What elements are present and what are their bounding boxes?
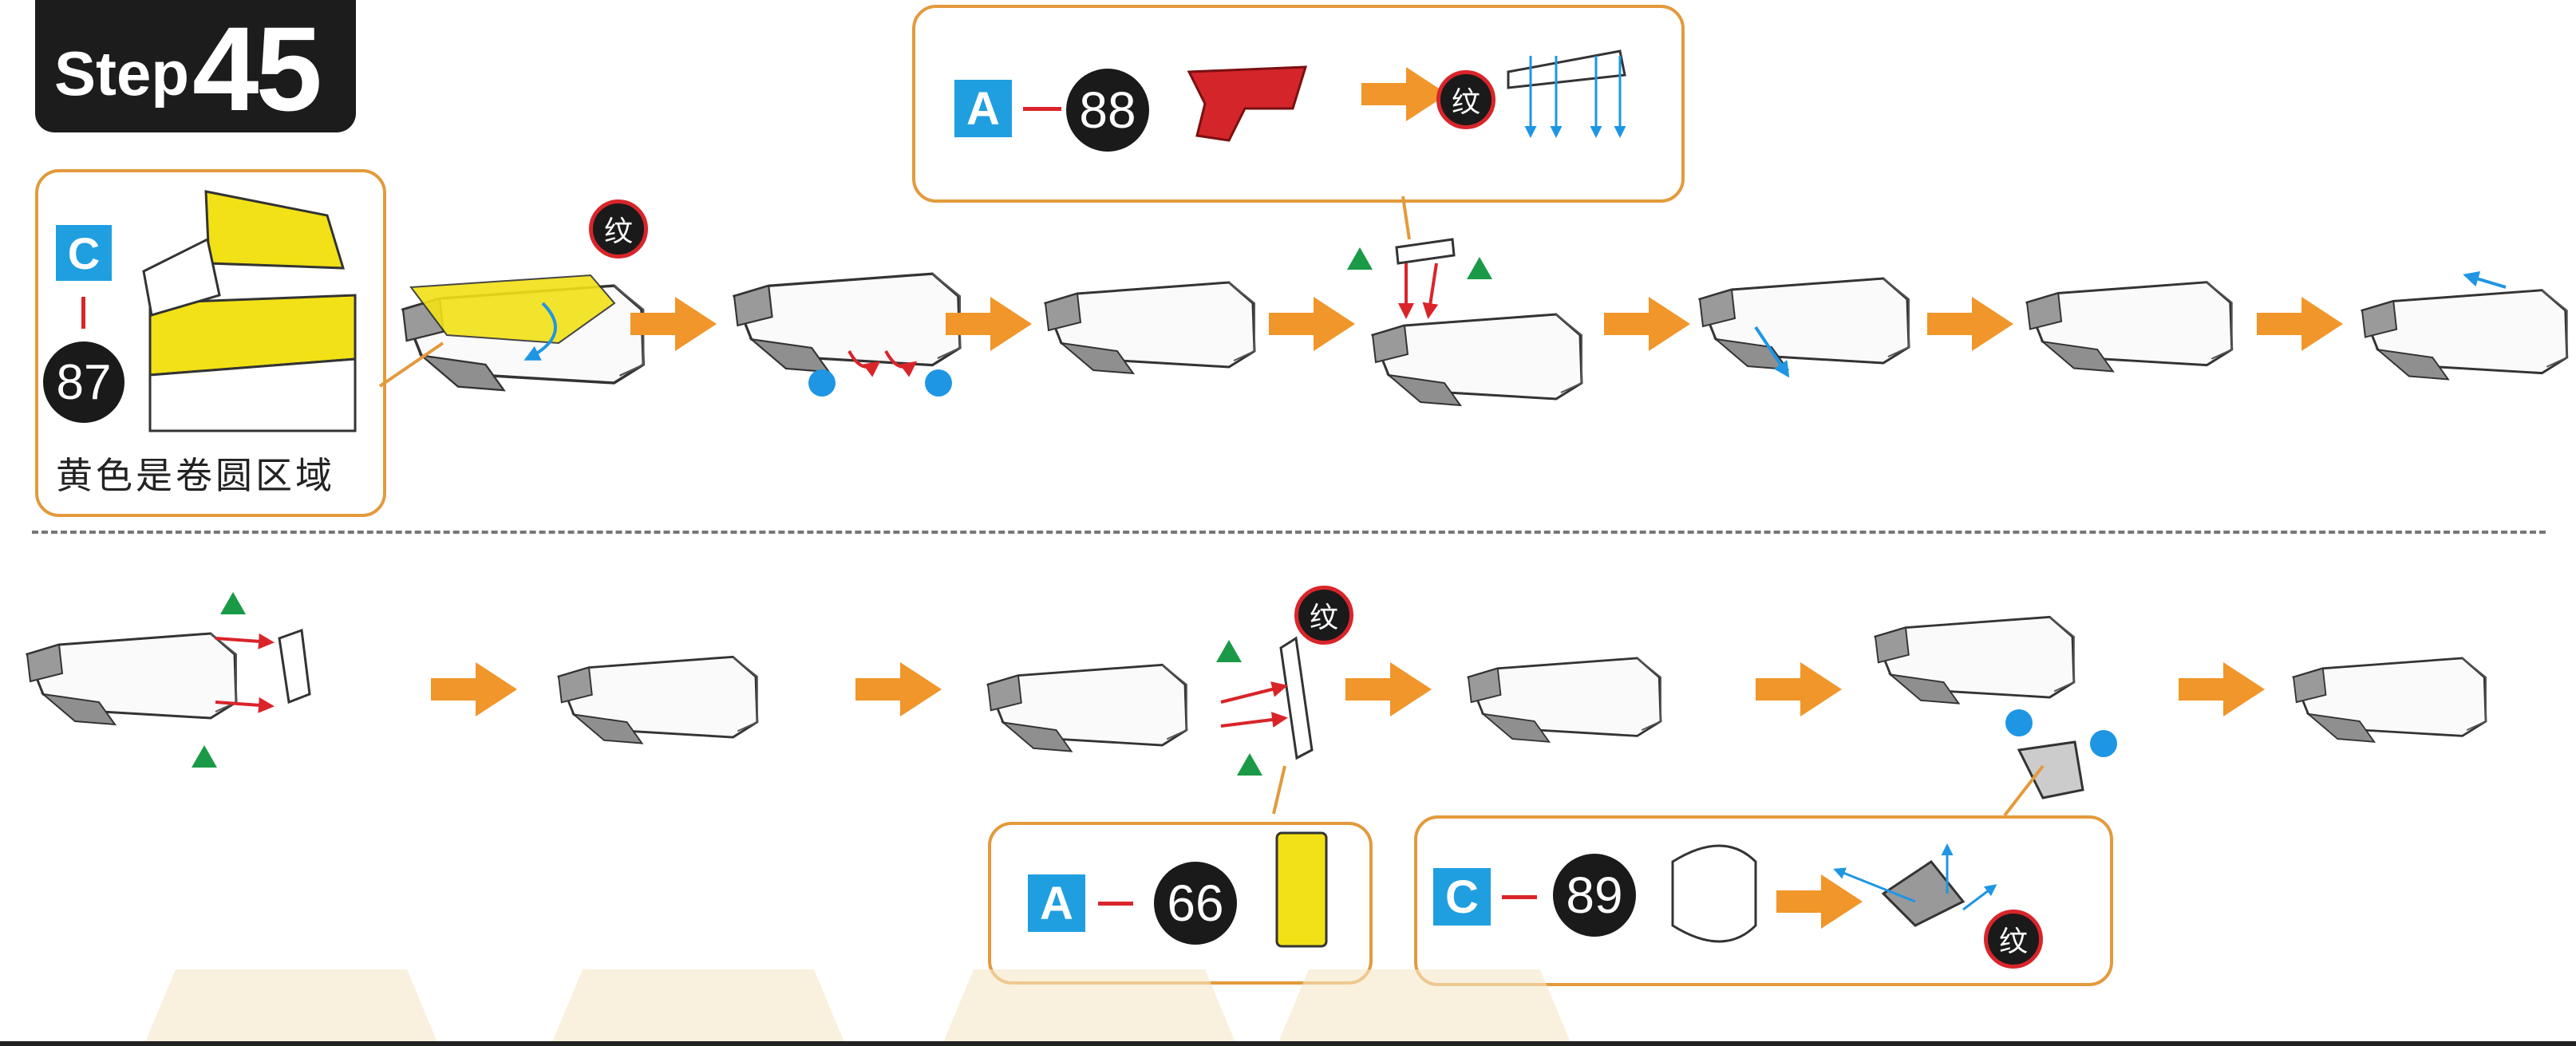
watermark-shape-1 (144, 969, 439, 1046)
row2-attach-c (1221, 686, 1285, 702)
blue-dot-2 (925, 369, 952, 397)
part-88-red-piece (1189, 67, 1306, 140)
green-marker-5 (1216, 640, 1242, 662)
part-89-flat-piece (1673, 846, 1756, 941)
page-bottom-rule (0, 1041, 2576, 1046)
part-letter-a-top: A (954, 80, 1012, 137)
part-number-89: 89 (1553, 854, 1636, 937)
watermark-shape-3 (942, 969, 1237, 1046)
emboss-badge-top: 纹 (1436, 70, 1495, 129)
part-dash-bottom-left (1098, 902, 1133, 906)
row2-attach-d (1221, 718, 1285, 726)
row2-step2 (559, 657, 757, 743)
row2-step3 (988, 665, 1187, 751)
row1-step7-arrow (2466, 275, 2506, 287)
section-divider (32, 531, 2546, 534)
green-marker-6 (1237, 753, 1262, 776)
emboss-badge-row2: 纹 (1294, 586, 1353, 645)
part-dash-left (81, 297, 85, 329)
part-letter-c-left: C (56, 225, 112, 281)
step-arrow-row2-5 (2179, 662, 2265, 716)
step-arrow-row2-4 (1756, 662, 1842, 716)
emboss-badge-row1: 纹 (589, 199, 648, 259)
row1-step2 (734, 274, 960, 372)
row1-step6 (2027, 282, 2232, 372)
watermark-shape-4 (1277, 969, 1572, 1046)
yellow-area-caption: 黄色是卷圆区域 (56, 447, 335, 499)
row1-step3 (1045, 282, 1254, 373)
blue-dot-1 (808, 369, 836, 397)
green-marker-1 (1347, 247, 1373, 270)
step-arrow-row1-4 (1604, 297, 1690, 351)
blue-dot-4 (2090, 730, 2117, 757)
green-marker-3 (220, 592, 246, 614)
step-arrow-row2-1 (431, 662, 517, 716)
step-arrow-row1-5 (1927, 297, 2013, 351)
part-dash-top (1023, 107, 1061, 111)
part-88-white-piece (1508, 51, 1625, 88)
step-arrow-row2-2 (855, 662, 942, 716)
part-number-88: 88 (1066, 69, 1149, 152)
row2-step1-endplate (279, 630, 310, 702)
step-arrow-row1-3 (1269, 297, 1355, 351)
callout-br-pointer (2005, 766, 2043, 815)
blue-dot-3 (2005, 709, 2033, 736)
watermark-shape-2 (551, 969, 846, 1046)
fold-line-89-3 (1963, 886, 1995, 910)
callout-br-arrow (1776, 874, 1863, 929)
row1-step7 (2362, 290, 2567, 380)
row2-step5 (1875, 617, 2074, 703)
step-arrow-row2-3 (1345, 662, 1432, 716)
attach-arrow-b (1428, 263, 1436, 316)
part-letter-c-bottom: C (1433, 868, 1491, 926)
row2-step6 (2294, 658, 2486, 742)
row2-step5-flap (2019, 742, 2083, 798)
row2-step4 (1468, 658, 1661, 742)
part-dash-bottom-right (1502, 895, 1537, 899)
callout-top-arrow (1361, 67, 1448, 121)
emboss-badge-part-89: 纹 (1984, 910, 2043, 969)
yellow-panel-top (206, 191, 343, 268)
part-number-66: 66 (1154, 862, 1237, 945)
row2-step3-endplate (1281, 638, 1312, 758)
callout-bl-pointer (1274, 766, 1285, 814)
part-number-87: 87 (43, 341, 124, 423)
step-arrow-row1-6 (2257, 297, 2343, 351)
row1-step4 (1373, 314, 1582, 405)
part-66-yellow-piece (1277, 833, 1326, 946)
green-marker-2 (1467, 257, 1492, 279)
row2-step1 (27, 634, 236, 724)
row2-attach-a (215, 638, 271, 642)
green-marker-4 (192, 745, 217, 768)
row1-step5 (1700, 278, 1909, 369)
part-letter-a-bottom: A (1028, 874, 1085, 932)
callout-top-pointer (1403, 196, 1409, 239)
row1-step4-small-part (1397, 239, 1454, 263)
